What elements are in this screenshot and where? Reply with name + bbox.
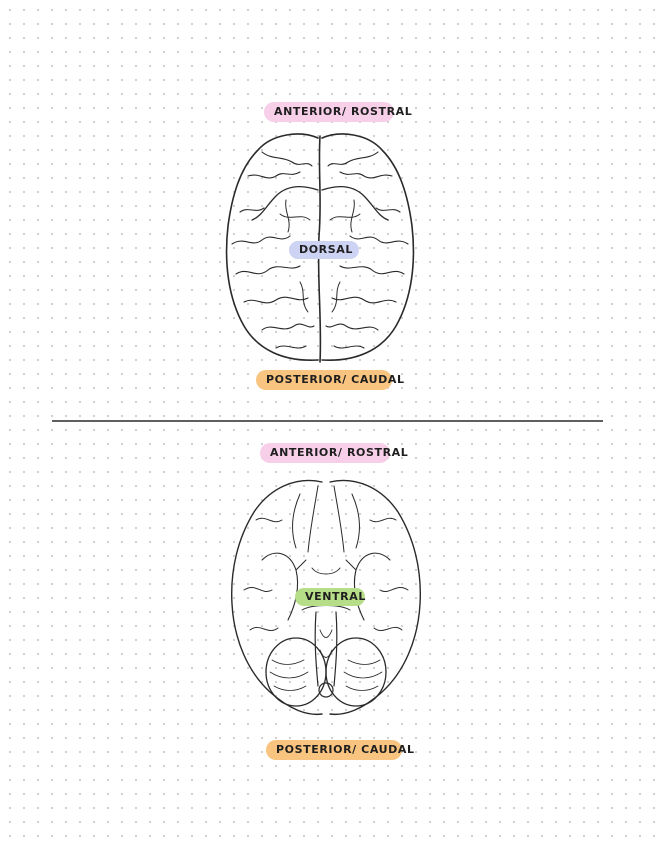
- anterior-rostral-label-top: ANTERIOR/ ROSTRAL: [264, 102, 412, 122]
- brain-dorsal-view-illustration: [225, 133, 415, 363]
- dorsal-label: DORSAL: [289, 241, 359, 259]
- anterior-rostral-label-bottom: ANTERIOR/ ROSTRAL: [260, 443, 408, 463]
- ventral-label: VENTRAL: [295, 588, 365, 606]
- posterior-caudal-label-bottom: POSTERIOR/ CAUDAL: [266, 740, 414, 760]
- posterior-caudal-label-top: POSTERIOR/ CAUDAL: [256, 370, 404, 390]
- section-divider: [52, 420, 603, 422]
